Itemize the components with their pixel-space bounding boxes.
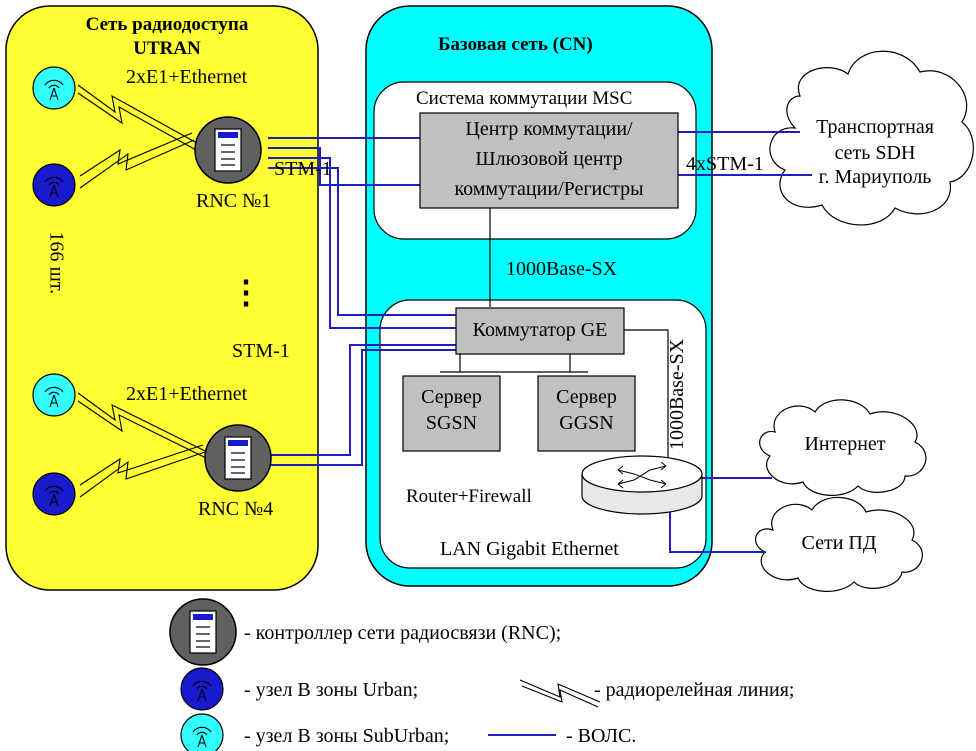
nodeb-urban-icon [32,163,76,207]
vertical-link-label: 1000Base-SX [666,338,689,451]
router-icon [581,455,703,515]
transport-line1: Транспортная [816,116,934,138]
rnc4-icon [204,424,272,492]
router-label: Router+Firewall [406,486,532,507]
ggsn-line2: GGSN [559,412,614,434]
ran-title-line1: Сеть радиодоступа [85,14,249,35]
msc-box-line3: коммутации/Регистры [454,178,644,200]
core-title: Базовая сеть (CN) [438,34,593,55]
fiber-rnc1-msc-2 [268,147,420,186]
stm1-label-mid: STM-1 [232,340,290,362]
ggsn-box [537,375,636,452]
link-label-bottom: 2xE1+Ethernet [126,383,248,405]
fiber-rnc4-switch-1 [268,344,458,456]
fiber-rnc4-switch-2 [268,349,458,466]
msc-system-title: Система коммутации MSC [416,88,633,109]
transport-line3: г. Мариуполь [818,166,932,188]
legend-suburban-icon [180,713,224,751]
msc-box-line1: Центр коммутации/ [465,118,633,140]
internal-links [440,208,669,468]
legend-radio-relay-icon [519,679,601,708]
msc-box-line2: Шлюзовой центр [475,148,623,170]
transport-link-label: 4xSTM-1 [686,153,764,175]
rnc1-icon [194,116,262,184]
transport-line2: сеть SDH [834,142,916,164]
node-count-label: 166 шт. [45,231,68,295]
ellipsis-vertical: ⋮ [230,274,262,310]
sgsn-line1: Сервер [421,386,482,408]
legend-radio-relay-text: - радиорелейная линия; [594,679,795,701]
legend-urban-text: - узел В зоны Urban; [244,679,419,701]
msc-center-box [419,112,679,209]
link-label-top: 2xE1+Ethernet [126,66,248,88]
legend-urban-icon [180,667,224,711]
fiber-rnc1-switch-2 [268,167,458,316]
fiber-rnc1-switch-1 [268,157,458,329]
ran-title-line2: UTRAN [133,38,201,59]
ggsn-line1: Сервер [556,386,617,408]
legend-fiber-text: - ВОЛС. [566,725,637,747]
legend-rnc-icon [169,598,237,666]
internet-label: Интернет [804,433,886,455]
transport-sdh-cloud [769,50,974,226]
ge-switch-label: Коммутатор GE [472,319,608,341]
rnc4-label: RNC №4 [198,498,274,520]
internet-cloud [759,399,927,496]
legend-suburban-text: - узел В зоны SubUrban; [244,725,450,747]
nodeb-urban-icon [32,472,76,516]
legend-rnc-text: - контроллер сети радиосвязи (RNC); [244,622,562,644]
fiber-router-datanets [669,500,766,553]
sgsn-box [402,375,501,452]
lan-label: LAN Gigabit Ethernet [440,538,619,560]
rnc1-label: RNC №1 [196,190,272,212]
nodeb-suburban-icon [32,373,76,417]
ge-switch-box [455,307,625,355]
data-networks-label: Сети ПД [801,532,877,554]
nodeb-suburban-icon [32,66,76,110]
stm1-label-top: STM-1 [274,158,332,180]
uplink-label: 1000Base-SX [506,258,618,280]
fiber-links [268,131,812,553]
sgsn-line2: SGSN [425,412,478,434]
data-networks-cloud [754,496,923,592]
radio-relay-links [77,84,207,498]
